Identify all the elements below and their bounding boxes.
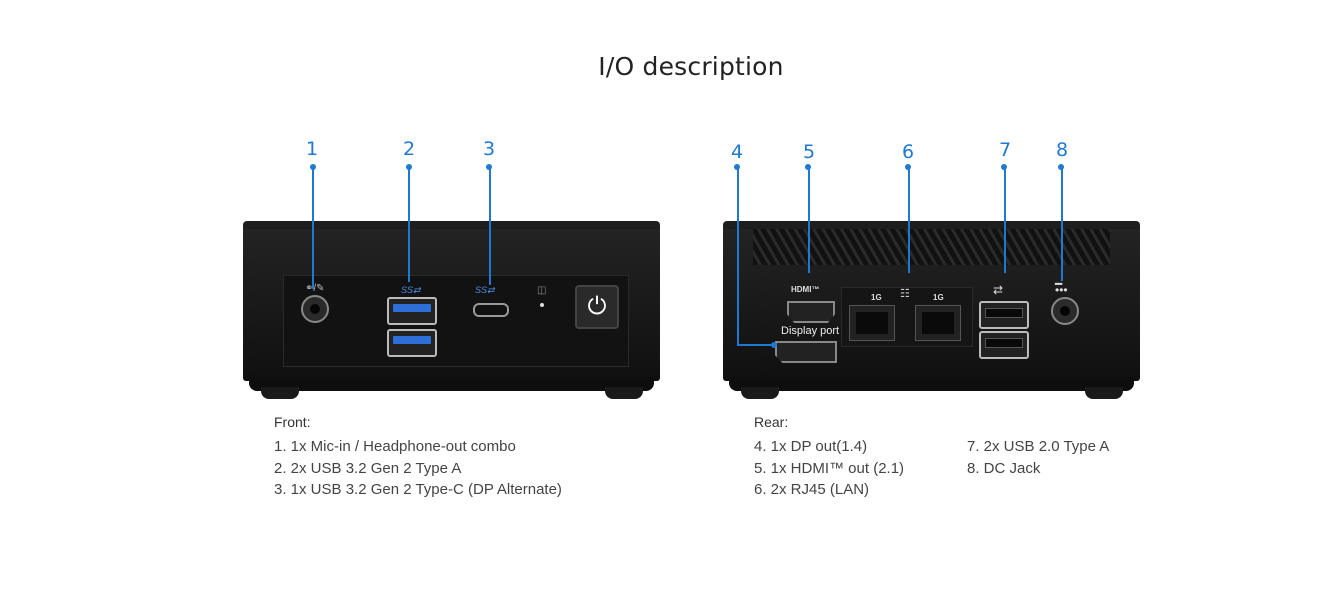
rear-heading: Rear:: [754, 414, 789, 430]
display-port-label: Display port: [781, 325, 840, 337]
usb-a-port-top: [387, 297, 437, 325]
hdmi-port: [787, 301, 835, 323]
usb-superspeed-icon: SS⇄: [401, 285, 421, 295]
rear-item-7: 7. 2x USB 2.0 Type A: [967, 438, 1110, 455]
power-button: ⏻: [575, 285, 619, 329]
network-icon: ☷: [900, 288, 910, 300]
status-led: [540, 303, 544, 307]
callout-4: 4: [730, 141, 744, 163]
audio-combo-jack: [301, 295, 329, 323]
lan-port-2-label: 1G: [933, 293, 944, 302]
usb-icon: ⇄: [993, 283, 1004, 297]
callout-3: 3: [482, 138, 496, 160]
usb-a-port-bottom: [387, 329, 437, 357]
usb2-port-top: [979, 301, 1029, 329]
headphone-mic-icon: ⚭/✎: [305, 283, 325, 294]
rear-device: HDMI™ Display port 1G ☷ 1G ⇄ ━•••: [723, 221, 1140, 399]
callout-7: 7: [998, 139, 1012, 161]
rear-vents: [753, 229, 1110, 265]
rj45-port-2: [915, 305, 961, 341]
display-port: [775, 341, 837, 363]
callout-1: 1: [305, 138, 319, 160]
rear-item-6: 6. 2x RJ45 (LAN): [754, 481, 870, 498]
lan-port-1-label: 1G: [871, 293, 882, 302]
usb-c-superspeed-icon: SS⇄: [475, 285, 495, 295]
front-heading: Front:: [274, 414, 311, 430]
rear-item-8: 8. DC Jack: [967, 460, 1041, 477]
front-item-3: 3. 1x USB 3.2 Gen 2 Type-C (DP Alternate…: [274, 481, 562, 498]
usb-c-port: [473, 303, 509, 317]
rear-item-5: 5. 1x HDMI™ out (2.1): [754, 460, 905, 477]
dc-symbol-icon: ━•••: [1055, 277, 1068, 297]
front-device: ⚭/✎ SS⇄ SS⇄ ◫ ⏻: [243, 221, 660, 399]
callout-5: 5: [802, 141, 816, 163]
page-title: I/O description: [598, 52, 784, 81]
callout-2: 2: [402, 138, 416, 160]
hdmi-logo: HDMI™: [791, 285, 820, 294]
front-item-2: 2. 2x USB 3.2 Gen 2 Type A: [274, 460, 462, 477]
front-port-panel: [283, 275, 629, 367]
callout-8: 8: [1055, 139, 1069, 161]
storage-led-icon: ◫: [537, 285, 547, 296]
front-item-1: 1. 1x Mic-in / Headphone-out combo: [274, 438, 516, 455]
dc-jack: [1051, 297, 1079, 325]
rear-item-4: 4. 1x DP out(1.4): [754, 438, 868, 455]
usb2-port-bottom: [979, 331, 1029, 359]
rj45-port-1: [849, 305, 895, 341]
callout-6: 6: [901, 141, 915, 163]
